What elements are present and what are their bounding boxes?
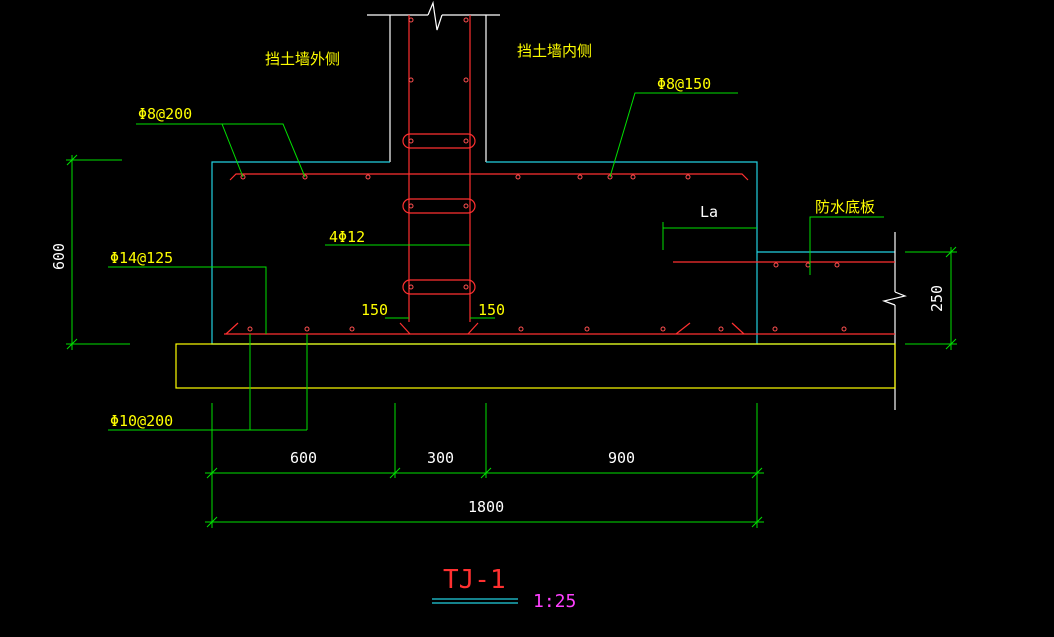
dimension-lines [66,154,957,528]
dim-wall: 300 [427,449,454,467]
rebar-top-left: Φ8@200 [138,105,192,123]
footing-outline [211,161,895,345]
wall-rebar [402,15,476,322]
label-anchorage: La [700,203,718,221]
drawing-title: TJ-1 [443,565,506,595]
footing-top-rebar-dots [240,174,691,180]
label-outer-side: 挡土墙外侧 [265,50,340,68]
dim-height-total: 600 [50,243,68,270]
dim-total: 1800 [468,498,504,516]
dim-slab-thickness: 250 [928,285,946,312]
footing-bottom-rebar-dots [247,262,847,332]
wall-outline [367,0,500,162]
leader-lines [108,92,884,431]
rebar-top-right: Φ8@150 [657,75,711,93]
dim-right: 900 [608,449,635,467]
drawing-scale: 1:25 [533,591,576,612]
blinding-layer [175,343,896,389]
dim-left: 600 [290,449,317,467]
label-inner-side: 挡土墙内侧 [517,42,592,60]
rebar-cover-left: 150 [361,301,388,319]
footing-top-rebar [229,173,749,181]
label-waterproof-slab: 防水底板 [815,198,875,216]
rebar-cover-right: 150 [478,301,505,319]
rebar-wall-vertical: 4Φ12 [329,228,365,246]
rebar-bottom-dist: Φ10@200 [110,412,173,430]
rebar-bottom-main: Φ14@125 [110,249,173,267]
footing-bottom-rebar [224,261,895,335]
wall-rebar-dots [408,17,469,290]
